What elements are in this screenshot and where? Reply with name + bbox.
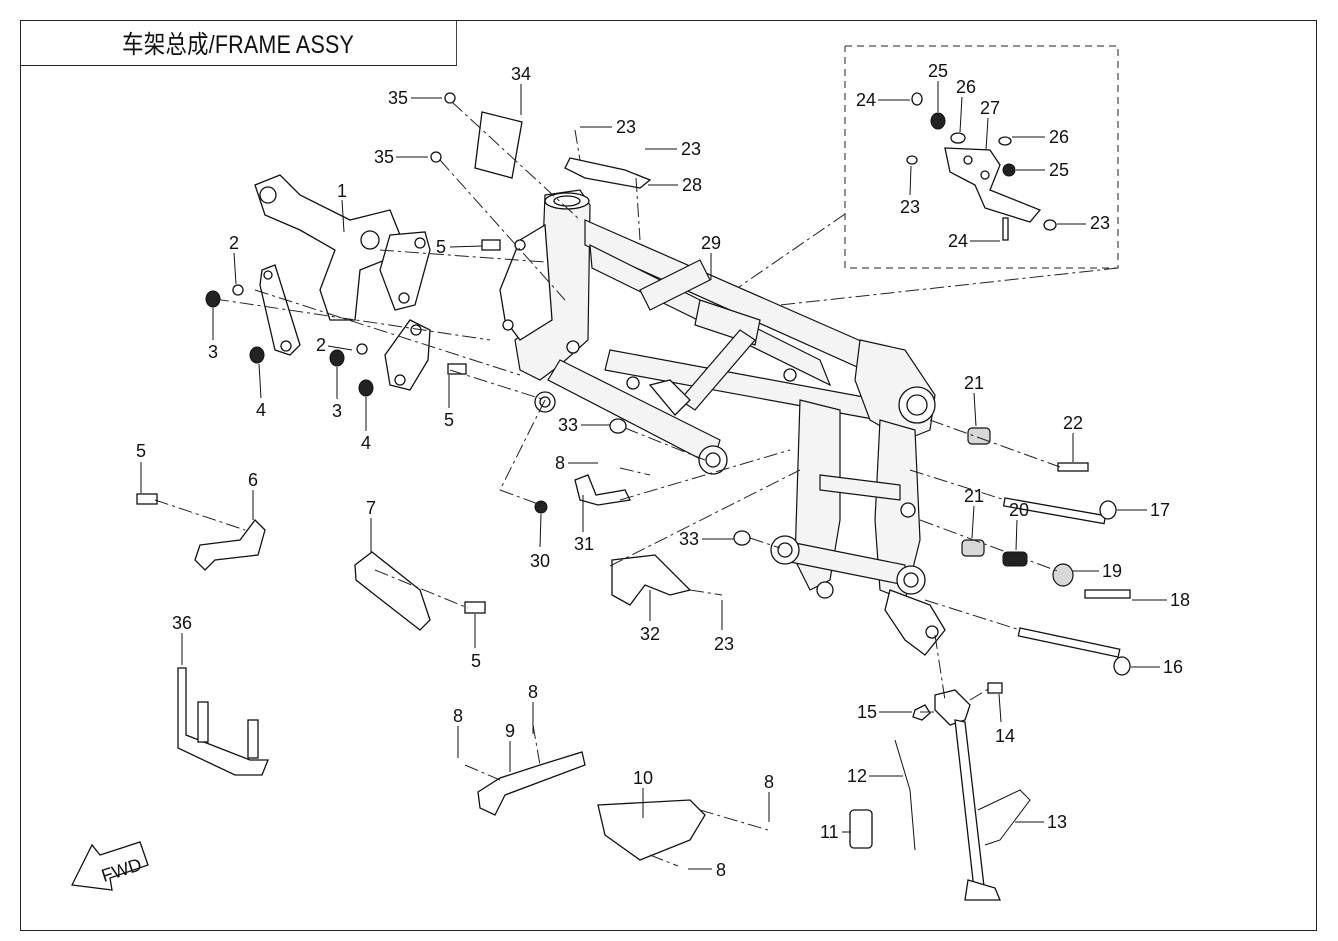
callout-8c: 8	[453, 706, 463, 726]
callout-2: 2	[229, 233, 239, 253]
callout-24b: 24	[948, 231, 968, 251]
callout-16: 16	[1163, 657, 1183, 677]
part-9-footrest-bracket	[477, 751, 586, 816]
callout-7: 7	[366, 498, 376, 518]
callout-33: 33	[558, 415, 578, 435]
callout-35: 35	[388, 88, 408, 108]
part-1-front-bracket	[254, 174, 431, 321]
nut-33	[609, 418, 627, 434]
callout-26b: 26	[1049, 127, 1069, 147]
callout-26: 26	[956, 77, 976, 97]
callout-34: 34	[511, 64, 531, 84]
callout-8: 8	[555, 453, 565, 473]
callout-4b: 4	[361, 433, 371, 453]
part-36-guard	[177, 667, 269, 776]
callout-35b: 35	[374, 147, 394, 167]
callout-3: 3	[208, 342, 218, 362]
callout-19: 19	[1102, 561, 1122, 581]
inset-parts	[906, 92, 1057, 241]
callout-33b: 33	[679, 529, 699, 549]
part-7-guard	[354, 551, 431, 631]
callout-23d: 23	[1090, 213, 1110, 233]
fwd-arrow: FWD	[71, 841, 149, 891]
callout-27: 27	[980, 98, 1000, 118]
callout-25: 25	[928, 61, 948, 81]
callout-5: 5	[436, 237, 446, 257]
part-32-bracket	[611, 554, 692, 606]
callout-18: 18	[1170, 590, 1190, 610]
callout-13: 13	[1047, 812, 1067, 832]
callout-25b: 25	[1049, 160, 1069, 180]
drawing-border	[20, 20, 1317, 931]
callout-23: 23	[616, 117, 636, 137]
side-stand	[849, 682, 1031, 901]
callout-10: 10	[633, 768, 653, 788]
callout-15: 15	[857, 702, 877, 722]
callout-20: 20	[1009, 500, 1029, 520]
callout-3b: 3	[332, 401, 342, 421]
callout-9: 9	[505, 721, 515, 741]
callout-5d: 5	[471, 651, 481, 671]
callout-14: 14	[995, 726, 1015, 746]
callout-36: 36	[172, 613, 192, 633]
callout-12: 12	[847, 766, 867, 786]
mount-plates	[205, 264, 431, 397]
bolts-5	[136, 239, 501, 614]
callout-24: 24	[856, 90, 876, 110]
center-lines	[154, 101, 1061, 867]
callout-28: 28	[682, 175, 702, 195]
callout-5b: 5	[444, 410, 454, 430]
part-6-bracket	[194, 519, 266, 571]
callout-21b: 21	[964, 486, 984, 506]
diagram-title: 车架总成/FRAME ASSY	[122, 30, 354, 59]
part-28-bracket	[564, 157, 652, 189]
callout-6: 6	[248, 470, 258, 490]
callout-29: 29	[701, 233, 721, 253]
callout-23e: 23	[714, 634, 734, 654]
callout-30: 30	[530, 551, 550, 571]
callout-5c: 5	[136, 441, 146, 461]
callout-23b: 23	[681, 139, 701, 159]
title-box: 车架总成/FRAME ASSY	[20, 20, 457, 66]
main-frame	[499, 189, 946, 656]
callout-8b: 8	[528, 682, 538, 702]
callout-22: 22	[1063, 413, 1083, 433]
nut-33	[733, 530, 751, 546]
part-10-plate	[597, 799, 706, 861]
callout-1: 1	[337, 181, 347, 201]
callout-8e: 8	[716, 860, 726, 880]
callouts: 1 2 2 3 3 4 4 5 5 5 5 6 7 8 8	[136, 61, 1190, 880]
callout-32: 32	[640, 624, 660, 644]
callout-11: 11	[820, 822, 839, 842]
callout-2b: 2	[316, 335, 326, 355]
callout-17: 17	[1150, 500, 1170, 520]
callout-31: 31	[574, 534, 594, 554]
callout-23c: 23	[900, 197, 920, 217]
callout-8d: 8	[764, 772, 774, 792]
callout-4: 4	[256, 400, 266, 420]
pivot-parts	[961, 427, 1131, 676]
callout-21: 21	[964, 373, 984, 393]
bolt-30	[534, 500, 548, 514]
